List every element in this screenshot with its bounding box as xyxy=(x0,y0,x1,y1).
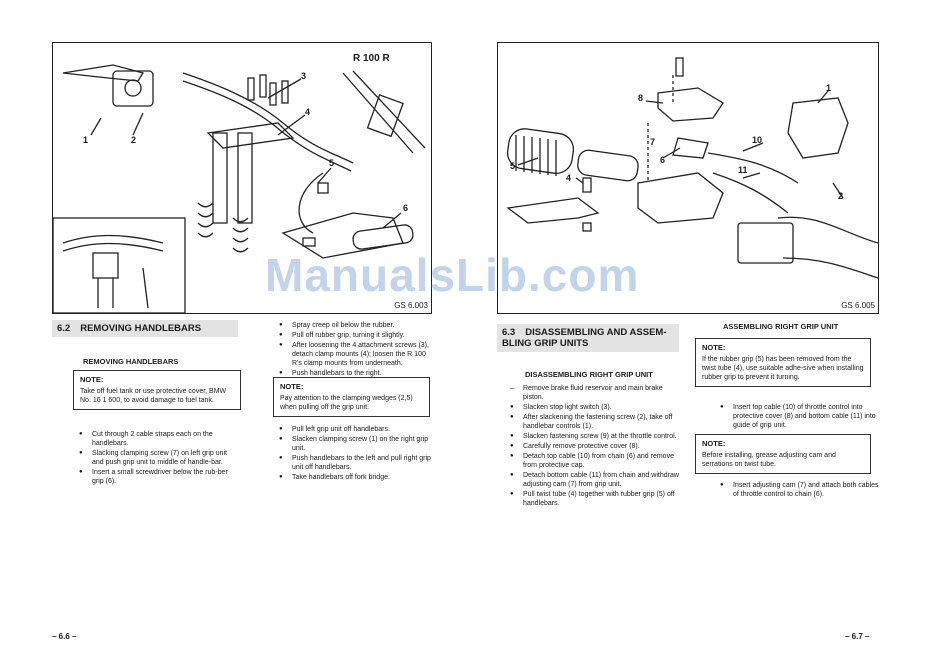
subheading-2: ASSEMBLING RIGHT GRIP UNIT xyxy=(723,322,839,331)
note-heading: NOTE: xyxy=(80,375,104,384)
list-item: After loosening the 4 attachment screws … xyxy=(279,341,431,368)
note-box-2: NOTE: Pay attention to the clamping wedg… xyxy=(273,377,430,417)
list-item: Slacking clamping screw (7) on left grip… xyxy=(79,449,234,467)
list-item: Insert top cable (10) of throttle contro… xyxy=(720,403,880,430)
callout-2: 2 xyxy=(131,135,137,145)
page-number-right: – 6.7 – xyxy=(845,632,870,641)
list-item: Spray creep oil below the rubber. xyxy=(279,321,431,330)
subheading: DISASSEMBLING RIGHT GRIP UNIT xyxy=(525,370,653,379)
steps-list-3: Insert adjusting cam (7) and attach both… xyxy=(720,481,880,500)
note-text: Before installing, grease adjusting cam … xyxy=(702,452,836,468)
list-item: Push handlebars to the left and pull rig… xyxy=(279,454,431,472)
list-item: Pull left grip unit off handlebars. xyxy=(279,425,431,434)
note-text: Take off fuel tank or use protective cov… xyxy=(80,388,227,404)
note-heading: NOTE: xyxy=(280,382,304,391)
note-text: If the rubber grip (5) has been removed … xyxy=(702,356,864,381)
steps-list-2: Spray creep oil below the rubber. Pull o… xyxy=(279,321,431,379)
note-box-1: NOTE: If the rubber grip (5) has been re… xyxy=(695,338,871,387)
steps-list-2: Insert top cable (10) of throttle contro… xyxy=(720,403,880,431)
callout-7: 7 xyxy=(650,137,656,147)
section-number: 6.3 xyxy=(502,327,516,338)
callout-10: 10 xyxy=(752,135,763,145)
list-item: Detach bottom cable (11) from chain and … xyxy=(510,471,680,489)
list-item: Remove brake fluid reservoir and main br… xyxy=(510,384,680,402)
note-box-1: NOTE: Take off fuel tank or use protecti… xyxy=(73,370,241,410)
callout-5: 5 xyxy=(329,158,335,168)
callout-2: 2 xyxy=(838,191,844,201)
list-item: Take handlebars off fork bridge. xyxy=(279,473,431,482)
list-item: Pull off rubber grip, turning it slightl… xyxy=(279,331,431,340)
list-item: Detach top cable (10) from chain (6) and… xyxy=(510,452,680,470)
callout-4: 4 xyxy=(305,107,311,117)
note-box-2: NOTE: Before installing, grease adjustin… xyxy=(695,434,871,474)
left-figure: R 100 R 1 2 3 4 5 6 GS 6.003 xyxy=(52,42,432,314)
page-number-left: – 6.6 – xyxy=(52,632,77,641)
list-item: Pull twist tube (4) together with rubber… xyxy=(510,490,680,508)
grip-unit-exploded-drawing xyxy=(506,57,878,279)
watermark: ManualsLib.com xyxy=(265,249,640,301)
callout-4: 4 xyxy=(566,173,572,183)
list-item: Carefully remove protective cover (8). xyxy=(510,442,680,451)
figure-ref: GS 6.005 xyxy=(841,301,875,310)
callout-6: 6 xyxy=(403,203,409,213)
note-heading: NOTE: xyxy=(702,343,726,352)
section-number: 6.2 xyxy=(57,323,71,334)
section-title: DISASSEMBLING AND ASSEM-BLING GRIP UNITS xyxy=(502,327,667,349)
handlebar-exploded-drawing xyxy=(53,64,426,313)
callout-1: 1 xyxy=(826,83,832,93)
list-item: Insert adjusting cam (7) and attach both… xyxy=(720,481,880,499)
note-text: Pay attention to the clamping wedges (2,… xyxy=(280,395,413,411)
steps-list-1: Remove brake fluid reservoir and main br… xyxy=(510,384,680,509)
list-item: Slacken stop light switch (3). xyxy=(510,403,680,412)
note-heading: NOTE: xyxy=(702,439,726,448)
model-label: R 100 R xyxy=(353,53,390,64)
section-title: REMOVING HANDLEBARS xyxy=(80,323,202,334)
subheading: REMOVING HANDLEBARS xyxy=(83,357,179,366)
section-heading-6-2: 6.2 REMOVING HANDLEBARS xyxy=(52,320,238,337)
callout-11: 11 xyxy=(738,165,748,175)
figure-ref: GS 6.003 xyxy=(394,301,428,310)
list-item: After slackening the fastening screw (2)… xyxy=(510,413,680,431)
callout-8: 8 xyxy=(638,93,644,103)
list-item: Slacken fastening screw (9) at the throt… xyxy=(510,432,680,441)
callout-6: 6 xyxy=(660,155,666,165)
steps-list-3: Pull left grip unit off handlebars. Slac… xyxy=(279,425,431,483)
callout-3: 3 xyxy=(301,71,307,81)
list-item: Cut through 2 cable straps each on the h… xyxy=(79,430,234,448)
list-item: Push handlebars to the right. xyxy=(279,369,431,378)
list-item: Slacken clamping screw (1) on the right … xyxy=(279,435,431,453)
callout-5: 5 xyxy=(510,161,516,171)
right-figure: 1 2 4 5 6 7 8 10 11 GS 6.005 xyxy=(497,42,879,314)
list-item: Insert a small screwdriver below the rub… xyxy=(79,468,234,486)
callout-1: 1 xyxy=(83,135,89,145)
steps-list-1: Cut through 2 cable straps each on the h… xyxy=(79,430,234,487)
